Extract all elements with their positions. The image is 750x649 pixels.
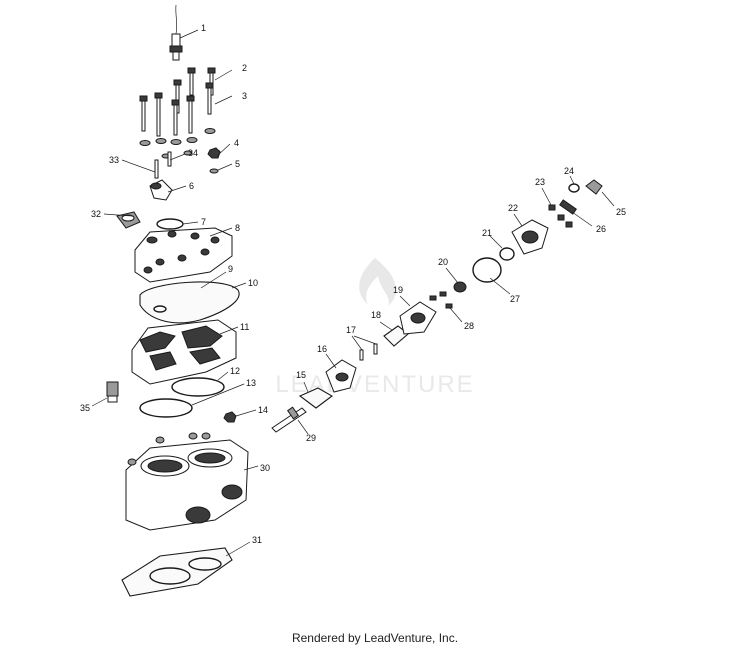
callout-26: 26: [596, 224, 606, 234]
part-head-cover: [134, 227, 233, 283]
callout-4: 4: [234, 138, 239, 148]
part-sensor: [169, 4, 183, 61]
part-small-bolts: [548, 204, 573, 228]
part-cylinder-head: [131, 319, 237, 385]
gasket-hole: [153, 305, 167, 313]
callout-16: 16: [317, 344, 327, 354]
callout-7: 7: [201, 217, 206, 227]
part-seal: [499, 247, 515, 261]
callout-35: 35: [80, 403, 90, 413]
callout-28: 28: [464, 321, 474, 331]
part-shaft: [271, 406, 307, 433]
callout-21: 21: [482, 228, 492, 238]
callout-13: 13: [246, 378, 256, 388]
callout-31: 31: [252, 535, 262, 545]
part-impeller-housing: [399, 301, 437, 335]
part-elbow-fitting: [149, 179, 173, 201]
part-nut: [207, 147, 221, 159]
flame-logo-icon: [359, 258, 397, 306]
part-studs: [154, 151, 172, 179]
part-spring: [559, 199, 577, 215]
part-thermostat: [116, 211, 141, 229]
part-base-gasket: [121, 547, 233, 597]
part-head-bolts: [139, 67, 216, 137]
callout-labels: 1 2 3 4 5 6 7 8 9 10 11 12 13 14 15 16 1…: [80, 23, 626, 545]
callout-29: 29: [306, 433, 316, 443]
part-small-washer: [209, 168, 219, 174]
part-pump-cover-ring: [472, 257, 502, 283]
callout-15: 15: [296, 370, 306, 380]
part-pump-gasket: [298, 387, 333, 409]
callout-33: 33: [109, 155, 119, 165]
part-cap: [585, 179, 603, 195]
part-head-gasket: [139, 281, 240, 324]
callout-14: 14: [258, 405, 268, 415]
callout-3: 3: [242, 91, 247, 101]
part-oring: [156, 218, 184, 230]
callout-9: 9: [228, 264, 233, 274]
callout-11: 11: [240, 322, 249, 332]
callout-1: 1: [201, 23, 206, 33]
callout-8: 8: [235, 223, 240, 233]
callout-19: 19: [393, 285, 403, 295]
callout-22: 22: [508, 203, 518, 213]
callout-24: 24: [564, 166, 574, 176]
part-pump-cover: [511, 219, 549, 255]
callout-6: 6: [189, 181, 194, 191]
part-screws: [429, 291, 453, 309]
leader-lines: [91, 29, 615, 557]
callout-20: 20: [438, 257, 448, 267]
callout-2: 2: [242, 63, 247, 73]
callout-34: 34: [188, 148, 198, 158]
part-cylinder-block: [125, 432, 249, 531]
callout-18: 18: [371, 310, 381, 320]
callout-30: 30: [260, 463, 270, 473]
part-nut-2: [223, 411, 237, 423]
part-plug: [106, 381, 119, 403]
callout-5: 5: [235, 159, 240, 169]
part-bearing: [453, 281, 467, 293]
part-ring-1: [171, 377, 225, 397]
callout-32: 32: [91, 209, 101, 219]
callout-12: 12: [230, 366, 240, 376]
part-small-oring: [568, 183, 580, 193]
callout-25: 25: [616, 207, 626, 217]
render-credit: Rendered by LeadVenture, Inc.: [291, 631, 459, 645]
callout-27: 27: [510, 294, 520, 304]
callout-17: 17: [346, 325, 356, 335]
callout-10: 10: [248, 278, 258, 288]
part-ring-2: [139, 398, 193, 418]
callout-23: 23: [535, 177, 545, 187]
part-pins: [359, 343, 378, 361]
parts-diagram: LEADVENTURE: [80, 4, 626, 597]
part-pump-housing: [325, 359, 357, 393]
